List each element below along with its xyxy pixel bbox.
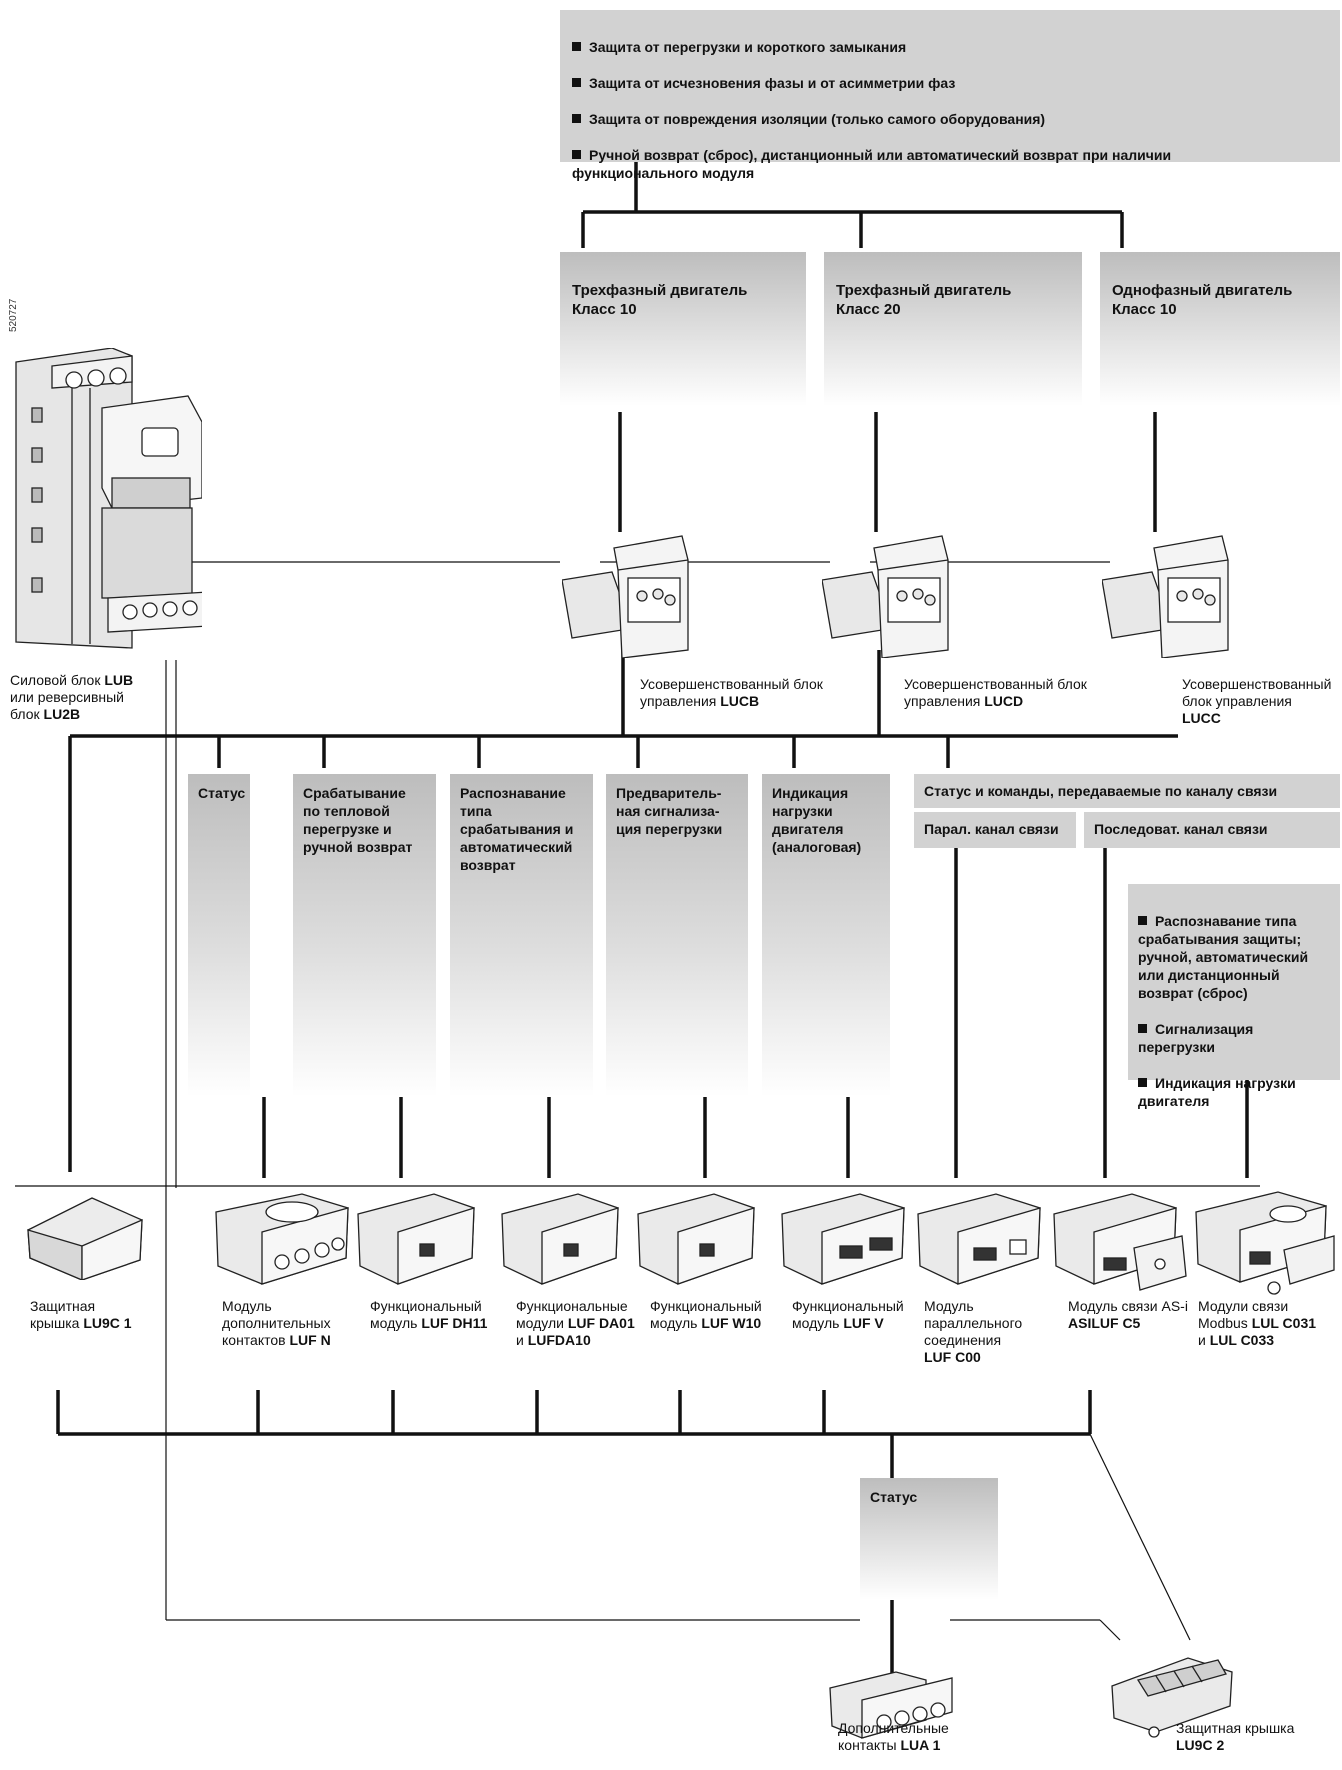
serial-feature-item: Индикация нагрузки двигателя <box>1138 1075 1296 1109</box>
control-unit-lucc-image <box>1102 535 1229 658</box>
module-lufda01-image <box>501 1193 619 1285</box>
auxiliary-contacts-lua1-image <box>829 1671 953 1739</box>
control-unit-lucb-image <box>562 535 689 658</box>
control-unit-lucd-caption: Усовершенствованный блок управления LUCD <box>904 676 1087 709</box>
feature-item: Защита от исчезновения фазы и от асиммет… <box>572 74 1328 92</box>
function-box-trip-recognition: Распознавание типа срабатывания и автома… <box>450 774 593 1097</box>
module-asilufc5-image <box>1053 1193 1187 1291</box>
module-lufc00-image <box>917 1193 1041 1285</box>
serial-feature-item: Сигнализация перегрузки <box>1138 1021 1254 1055</box>
function-box-thermal-overload: Срабатывание по тепловой перегрузке и ру… <box>293 774 436 1097</box>
serial-features-box: Распознавание типа срабатывания защиты; … <box>1128 884 1340 1109</box>
module-lufv-image <box>781 1193 905 1285</box>
feature-item: Защита от перегрузки и короткого замыкан… <box>572 38 1328 56</box>
comm-status-box: Статус и команды, передаваемые по каналу… <box>914 774 1340 808</box>
control-unit-lucc-caption: Усовершенствованный блок управления LUCC <box>1182 676 1332 726</box>
document-code: 520727 <box>8 298 19 332</box>
protection-features-box: Защита от перегрузки и короткого замыкан… <box>560 10 1340 181</box>
module-lufw10-image <box>637 1193 755 1285</box>
serial-feature-item: Распознавание типа срабатывания защиты; … <box>1138 913 1309 1001</box>
bottom-status-box: Статус <box>860 1478 998 1600</box>
control-unit-lucd-image <box>822 535 949 658</box>
protective-cover-lu9c2-image <box>1111 1657 1233 1738</box>
module-lufn-image <box>215 1193 349 1285</box>
feature-item: Защита от повреждения изоляции (только с… <box>572 110 1328 128</box>
power-unit-image <box>15 348 202 649</box>
power-unit-caption: Силовой блок LUB или реверсивный блок LU… <box>10 672 134 722</box>
function-box-status: Статус <box>188 774 250 1097</box>
control-unit-lucb-caption: Усовершенствованный блок управления LUCB <box>640 676 823 709</box>
module-lufdh11-image <box>357 1193 475 1285</box>
serial-channel-box: Последоват. канал связи <box>1084 812 1340 848</box>
module-lulc031-image <box>1195 1191 1335 1295</box>
function-box-load-indication: Индикация нагрузки двигателя (аналоговая… <box>762 774 890 1097</box>
module-lu9c1-image <box>27 1197 143 1280</box>
parallel-channel-box: Парал. канал связи <box>914 812 1076 848</box>
function-box-overload-alarm: Предваритель- ная сигнализа- ция перегру… <box>606 774 748 1097</box>
feature-item: Ручной возврат (сброс), дистанционный ил… <box>572 147 1172 181</box>
